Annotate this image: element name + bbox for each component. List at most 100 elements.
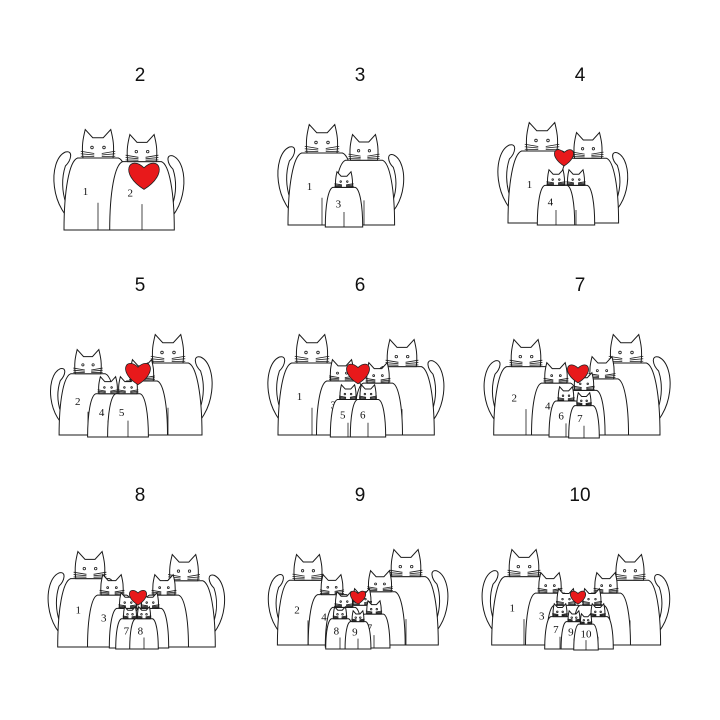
heart-icon	[350, 590, 366, 605]
cat-number: 2	[294, 604, 300, 616]
cat-whisker	[131, 616, 138, 618]
panel-10: 10 12345678910	[470, 485, 690, 685]
cat-whisker	[341, 616, 348, 618]
cat-whisker	[555, 600, 564, 604]
cat-whisker	[581, 602, 590, 604]
cat-eye	[102, 145, 106, 150]
cat-whisker	[509, 359, 523, 363]
cat-whisker	[80, 150, 95, 154]
cat-eye	[528, 564, 532, 569]
cat-whisker	[80, 153, 95, 156]
cat-whisker	[145, 157, 159, 160]
cat-number: 6	[558, 410, 564, 422]
cat-whisker	[118, 604, 127, 607]
cat-number: 3	[101, 613, 107, 625]
cat-whisker	[166, 591, 177, 594]
cat-head	[579, 612, 593, 625]
cat-whisker	[93, 574, 107, 577]
cat-whisker	[145, 154, 159, 158]
cat-whisker	[507, 569, 521, 573]
cat-whisker	[537, 589, 548, 592]
cat-whisker	[578, 182, 586, 185]
panel-title: 5	[134, 275, 146, 296]
cat-number: 4	[545, 401, 551, 413]
cat-whisker	[117, 390, 126, 393]
cat-whisker	[529, 362, 543, 365]
cat-eye	[578, 178, 581, 181]
cat-whisker	[294, 355, 309, 359]
cat-eye	[341, 613, 344, 616]
cat-whisker	[334, 184, 342, 187]
cat-whisker	[151, 591, 162, 594]
cat-whisker	[150, 358, 165, 361]
cat-whisker	[527, 569, 541, 573]
cat-whisker	[348, 155, 361, 158]
cat-whisker	[599, 614, 606, 616]
cat-eye	[594, 610, 597, 614]
cat-whisker	[97, 390, 106, 393]
cat-whisker	[332, 616, 339, 618]
cat-eye	[94, 566, 98, 571]
cat-whisker	[131, 615, 138, 618]
cat-eye	[131, 613, 134, 616]
cat-whisker	[599, 613, 606, 615]
cat-whisker	[604, 373, 616, 376]
cat-whisker	[561, 613, 568, 615]
cat-whisker	[561, 614, 568, 616]
cat-head	[525, 121, 559, 152]
cat-whisker	[409, 572, 423, 575]
cat-head	[122, 605, 138, 620]
cat-whisker	[527, 572, 541, 575]
cat-whisker	[579, 621, 585, 623]
panel-5: 5 12345	[30, 275, 250, 475]
cat-figure: 6	[349, 383, 387, 438]
cat-whisker	[537, 587, 548, 591]
cat-eye	[311, 569, 315, 573]
cat-whisker	[365, 611, 373, 614]
cat-head	[136, 605, 152, 620]
cat-head	[510, 338, 542, 368]
cat-family-illustration: 123	[277, 123, 405, 228]
cat-head	[557, 385, 575, 402]
cat-whisker	[311, 575, 324, 578]
cat-whisker	[558, 379, 569, 382]
cat-whisker	[136, 616, 143, 618]
cat-eye	[106, 586, 110, 589]
cat-number: 3	[336, 199, 342, 211]
cat-number: 2	[511, 393, 517, 405]
panel-title: 3	[354, 65, 366, 86]
cat-whisker	[315, 358, 330, 361]
cat-eye	[568, 597, 571, 601]
cat-whisker	[338, 396, 347, 399]
cat-whisker	[319, 591, 330, 593]
cat-eye	[176, 569, 181, 573]
cat-eye	[316, 350, 320, 355]
cat-eye	[546, 138, 550, 143]
panel-6: 6 123456	[250, 275, 470, 475]
cat-eye	[367, 149, 371, 153]
cat-whisker	[594, 600, 603, 604]
cat-head	[339, 383, 357, 401]
cat-eye	[534, 138, 538, 143]
cat-eye	[146, 149, 150, 154]
cat-head	[152, 573, 176, 596]
cat-whisker	[405, 362, 419, 365]
cat-whisker	[382, 588, 393, 590]
cat-whisker	[73, 574, 87, 577]
cat-eye	[586, 382, 589, 386]
cat-whisker	[145, 615, 152, 618]
cat-whisker	[125, 157, 139, 160]
cat-figure: 10	[573, 612, 599, 651]
cat-whisker	[545, 146, 560, 149]
cat-head	[169, 553, 199, 582]
cat-whisker	[325, 148, 340, 151]
cat-eye	[172, 350, 176, 355]
cat-head	[359, 383, 377, 401]
cat-body	[536, 184, 576, 226]
cat-whisker	[151, 604, 160, 607]
cat-number: 1	[509, 603, 515, 615]
cat-head	[126, 133, 158, 163]
cat-eye	[582, 619, 586, 622]
cat-body	[344, 621, 372, 650]
